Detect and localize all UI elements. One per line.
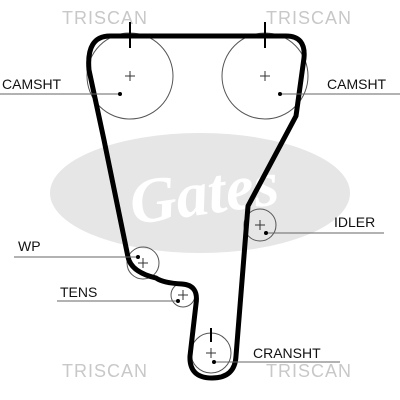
dot-camshaft-right <box>278 92 282 96</box>
camshaft-left-center <box>125 71 135 81</box>
dot-water-pump <box>136 255 140 259</box>
dot-camshaft-left <box>118 92 122 96</box>
tensioner-center <box>178 290 188 300</box>
label-water-pump: WP <box>18 238 41 254</box>
gates-logo-oval <box>50 133 350 253</box>
watermark-bottom-left: TRISCAN <box>62 361 149 381</box>
label-idler: IDLER <box>334 214 376 230</box>
dot-idler <box>264 231 268 235</box>
label-crankshaft: CRANSHT <box>253 345 321 361</box>
dot-tensioner <box>176 299 180 303</box>
gates-logo: Gates <box>50 133 350 253</box>
water-pump-center <box>138 258 148 268</box>
idler-center <box>255 220 265 230</box>
label-camshaft-right: CAMSHT <box>327 76 387 92</box>
crankshaft-center <box>206 348 216 358</box>
watermark-bottom-right: TRISCAN <box>266 361 353 381</box>
watermark-top-right: TRISCAN <box>266 8 353 28</box>
watermark-top-left: TRISCAN <box>62 8 149 28</box>
water-pump-pulley <box>126 246 160 280</box>
dot-crankshaft <box>212 360 216 364</box>
label-camshaft-left: CAMSHT <box>2 76 62 92</box>
camshaft-right-center <box>260 71 270 81</box>
label-tensioner: TENS <box>60 284 98 300</box>
